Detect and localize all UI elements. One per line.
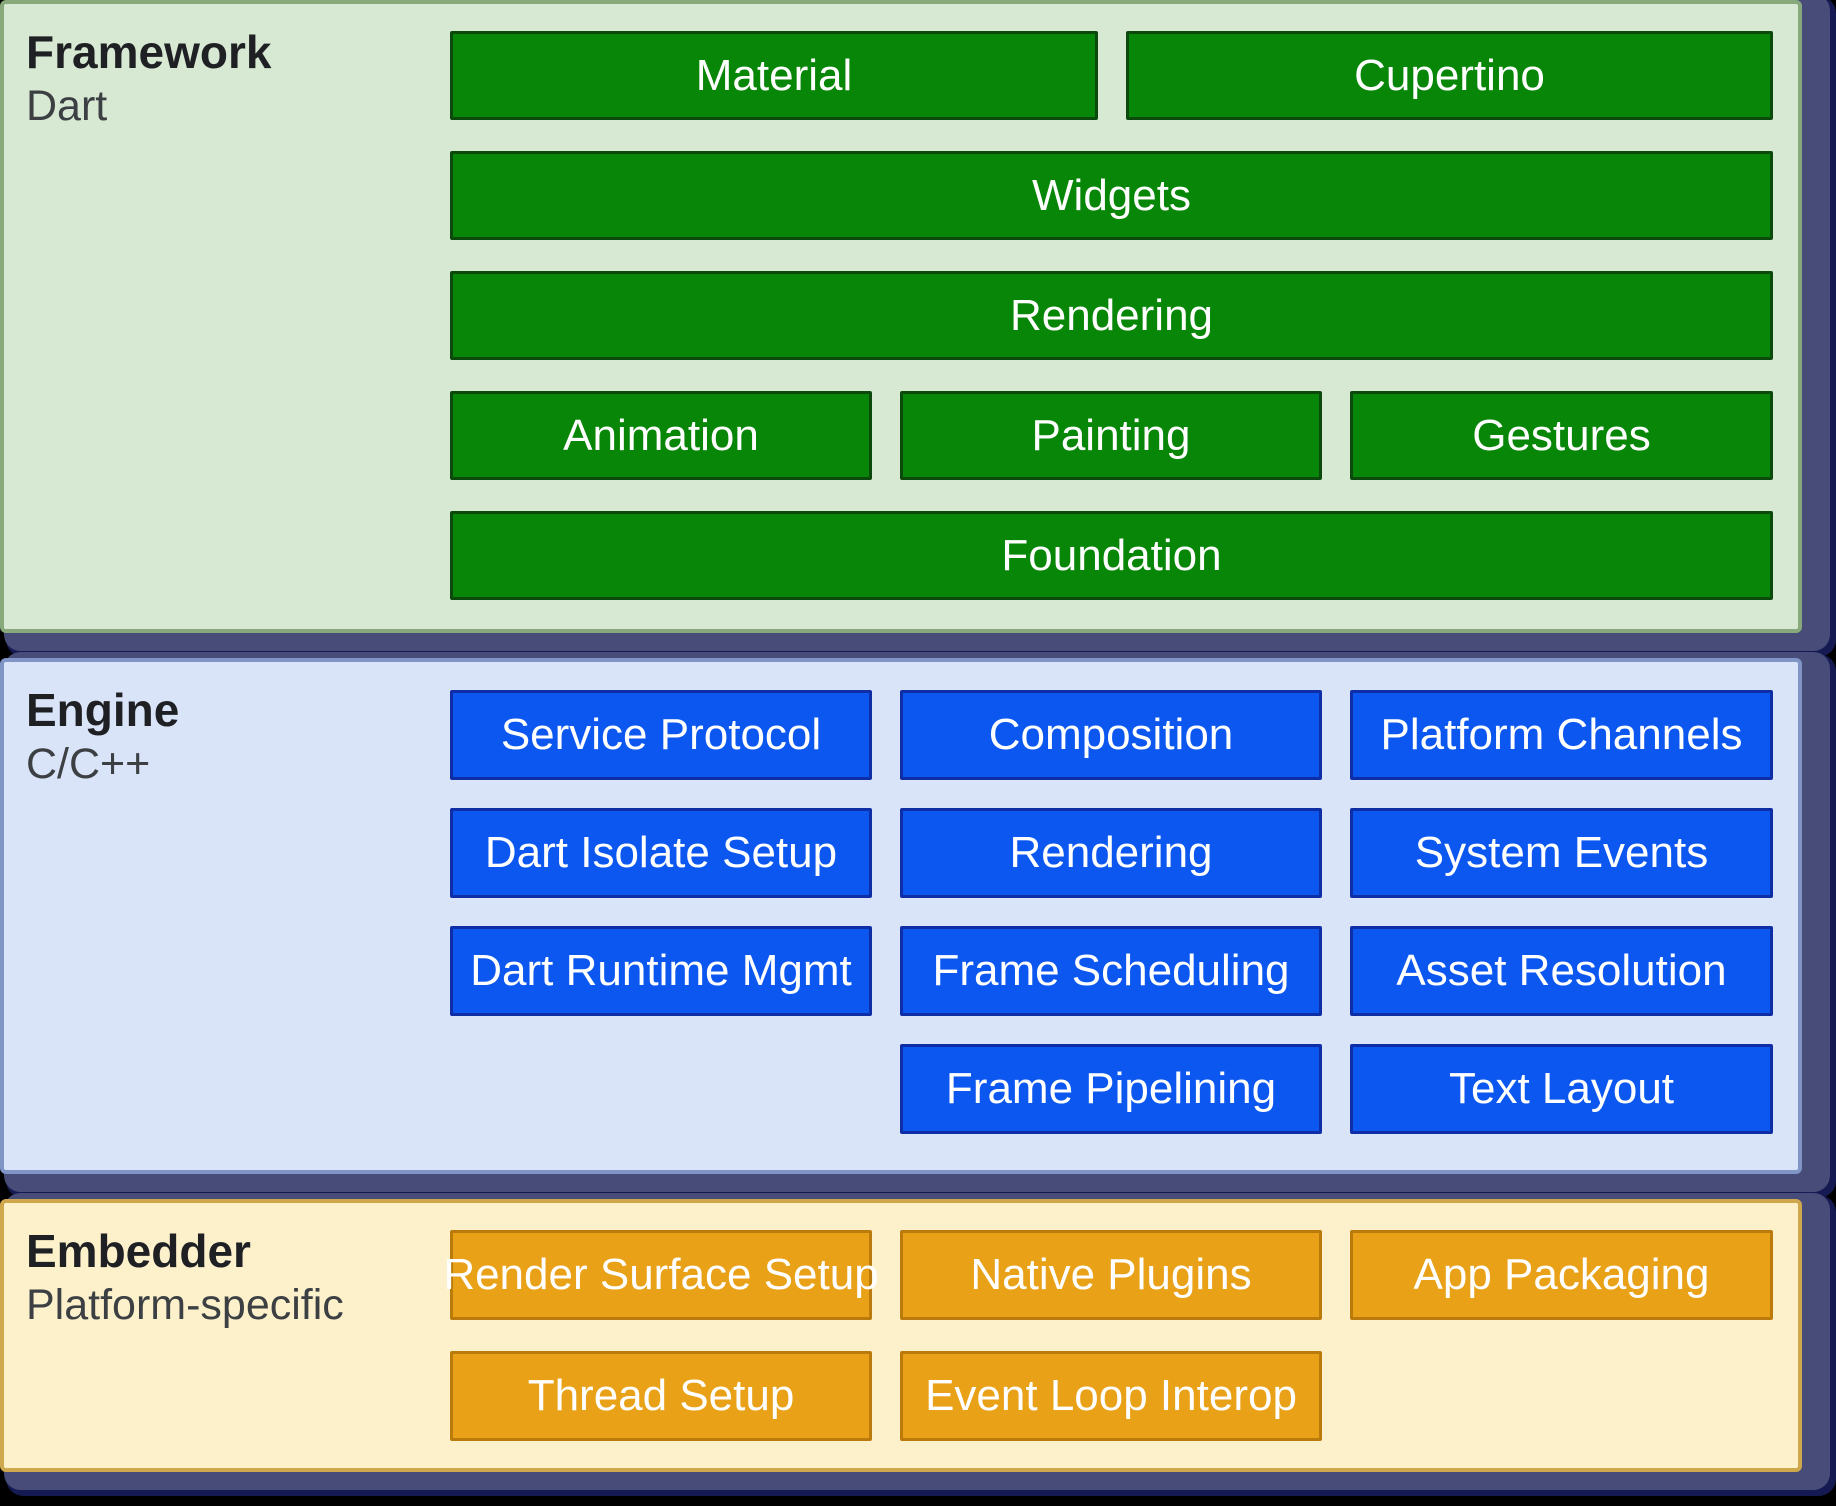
embedder-layer-panel: Embedder Platform-specific Render Surfac… xyxy=(0,1199,1802,1472)
box-text-layout: Text Layout xyxy=(1350,1044,1773,1134)
box-material: Material xyxy=(450,31,1098,120)
framework-title: Framework xyxy=(26,26,272,78)
engine-title-block: Engine C/C++ xyxy=(26,684,179,791)
box-frame-scheduling: Frame Scheduling xyxy=(900,926,1322,1016)
box-frame-pipelining: Frame Pipelining xyxy=(900,1044,1322,1134)
box-render-surface-setup: Render Surface Setup xyxy=(443,1230,879,1320)
box-dart-runtime-mgmt: Dart Runtime Mgmt xyxy=(450,926,872,1016)
box-service-protocol: Service Protocol xyxy=(450,690,872,780)
box-foundation: Foundation xyxy=(450,511,1773,600)
framework-title-block: Framework Dart xyxy=(26,26,271,133)
box-dart-isolate-setup: Dart Isolate Setup xyxy=(450,808,872,898)
embedder-subtitle: Platform-specific xyxy=(26,1281,344,1330)
box-gestures: Gestures xyxy=(1350,391,1773,480)
engine-title: Engine xyxy=(26,684,180,736)
box-native-plugins: Native Plugins xyxy=(900,1230,1322,1320)
embedder-title-block: Embedder Platform-specific xyxy=(26,1225,344,1332)
box-thread-setup: Thread Setup xyxy=(450,1351,872,1441)
box-asset-resolution: Asset Resolution xyxy=(1350,926,1773,1016)
box-app-packaging: App Packaging xyxy=(1350,1230,1773,1320)
engine-subtitle: C/C++ xyxy=(26,740,151,789)
framework-layer-panel: Framework Dart Material Cupertino Widget… xyxy=(0,0,1802,633)
box-widgets: Widgets xyxy=(450,151,1773,240)
box-event-loop-interop: Event Loop Interop xyxy=(900,1351,1322,1441)
box-system-events: System Events xyxy=(1350,808,1773,898)
box-rendering-engine: Rendering xyxy=(900,808,1322,898)
box-rendering-framework: Rendering xyxy=(450,271,1773,360)
box-composition: Composition xyxy=(900,690,1322,780)
box-animation: Animation xyxy=(450,391,872,480)
box-platform-channels: Platform Channels xyxy=(1350,690,1773,780)
engine-layer-panel: Engine C/C++ Service Protocol Compositio… xyxy=(0,658,1802,1174)
box-cupertino: Cupertino xyxy=(1126,31,1773,120)
framework-subtitle: Dart xyxy=(26,82,108,131)
embedder-title: Embedder xyxy=(26,1225,251,1277)
box-painting: Painting xyxy=(900,391,1322,480)
